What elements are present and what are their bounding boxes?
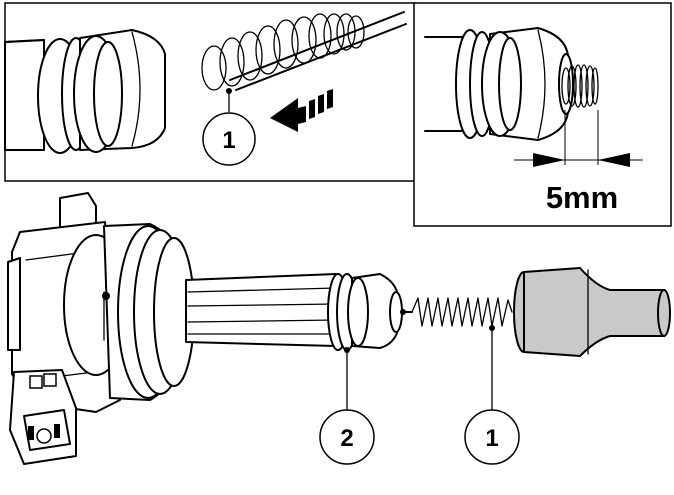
dimension-marker: 5mm	[514, 110, 643, 215]
callout-spring-top: 1	[202, 88, 256, 166]
callout-label-spring: 1	[485, 425, 498, 452]
ignition-coil-assembly: 2 1	[7, 192, 671, 465]
inset-guide-rod	[229, 11, 405, 81]
inset-spring	[201, 13, 365, 91]
inset-coil-boot	[4, 29, 166, 154]
callout-spring-bottom: 1	[464, 325, 520, 465]
callout-seal: 2	[319, 347, 375, 465]
callout-label-seal: 2	[340, 425, 353, 452]
depth-coil-boot	[424, 27, 574, 141]
inset-spring-depth: 5mm	[413, 2, 672, 227]
inset-spring-insertion: 1	[4, 2, 417, 182]
depth-spring	[561, 64, 599, 108]
insertion-arrow-icon	[270, 89, 333, 132]
boot-seal	[327, 273, 403, 351]
coil-housing	[7, 192, 195, 413]
coil-connector	[9, 369, 77, 465]
dimension-label: 5mm	[546, 180, 618, 215]
callout-label-top: 1	[222, 127, 235, 154]
spark-plug-boot	[513, 267, 671, 357]
coil-shaft	[185, 273, 337, 347]
contact-spring	[400, 297, 513, 327]
